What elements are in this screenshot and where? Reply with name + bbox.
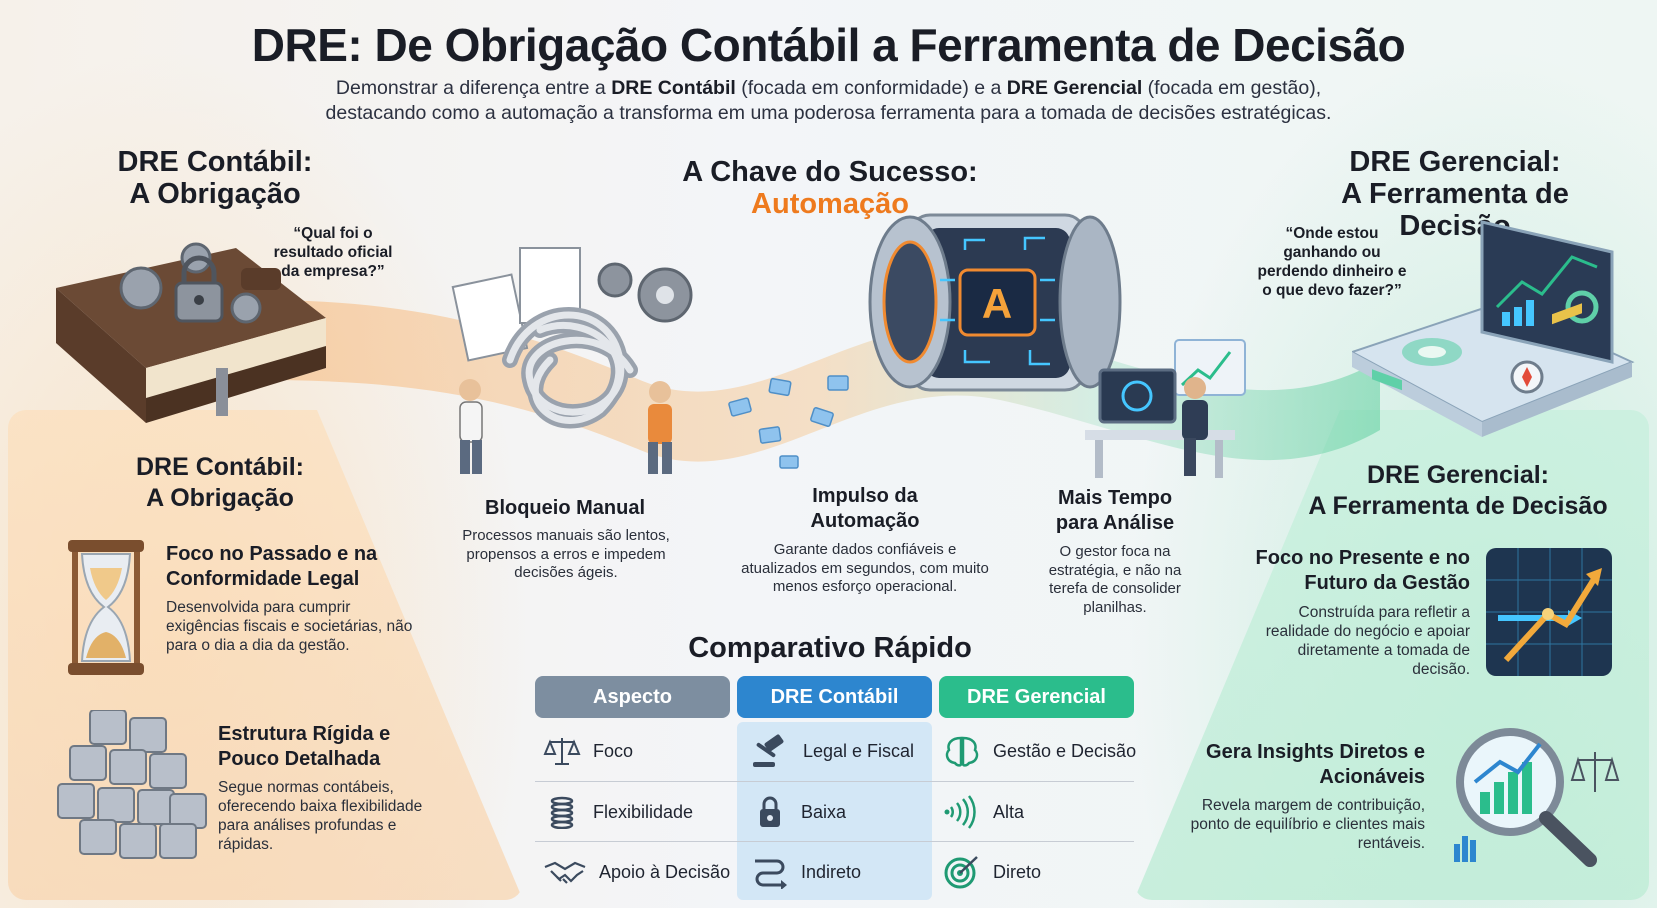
blocks-icon: [57, 710, 207, 859]
scale-icon: [543, 738, 581, 765]
comparison-title: Comparativo Rápido: [688, 632, 972, 664]
locked-ledger-icon: [56, 242, 326, 423]
left-item-2-title: Estrutura Rígida e Pouco Detalhada: [218, 723, 391, 770]
chip-letter: A: [982, 280, 1012, 327]
table-row-1-aspect: Foco: [543, 722, 733, 780]
left-panel-heading: DRE Contábil: A Obrigação: [100, 452, 340, 514]
right-item-2-title: Gera Insights Diretos e Acionáveis: [1206, 741, 1425, 788]
subtitle-text: (focada em conformidade) e a: [735, 77, 1007, 99]
table-row-2-aspect: Flexibilidade: [543, 783, 733, 841]
right-heading-line1: DRE Gerencial:: [1349, 146, 1561, 178]
automation-engine-icon: A: [868, 213, 1122, 392]
subtitle-bold-gerencial: DRE Gerencial: [1006, 77, 1143, 99]
tangled-knot-icon: [451, 247, 693, 474]
step-3-desc: O gestor foca na estratégia, e não na te…: [1048, 543, 1182, 616]
step-3-title: Mais Tempo para Análise: [1055, 487, 1175, 534]
table-row-3-aspect: Apoio à Decisão: [543, 843, 733, 901]
right-panel-heading-line1: DRE Gerencial:: [1366, 461, 1549, 489]
cell-text: Direto: [993, 861, 1042, 882]
cell-text: Foco: [593, 740, 634, 761]
signal-icon: [944, 795, 976, 829]
table-row-1-contabil: Legal e Fiscal: [751, 722, 941, 780]
left-heading-line2: A Obrigação: [129, 178, 301, 210]
left-heading: DRE Contábil: A Obrigação: [80, 146, 350, 210]
right-heading: DRE Gerencial: A Ferramenta de Decisão: [1290, 146, 1620, 242]
left-item-1-title: Foco no Passado e na Conformidade Legal: [166, 543, 378, 590]
table-row-2-contabil: Baixa: [751, 783, 941, 841]
magnifier-chart-icon: [1454, 728, 1620, 867]
left-quote: “Qual foi o resultado oficial da empresa…: [273, 225, 393, 280]
right-item-1-desc: Construída para refletir a realidade do …: [1265, 604, 1470, 678]
data-cards-icon: [728, 375, 849, 469]
growth-arrow-icon: [1486, 548, 1612, 676]
left-heading-line1: DRE Contábil:: [117, 146, 313, 178]
spring-icon: [550, 796, 574, 829]
cell-text: Baixa: [801, 801, 847, 822]
page-subtitle: Demonstrar a diferença entre a DRE Contá…: [0, 76, 1657, 126]
center-heading-line2: Automação: [751, 188, 909, 220]
right-quote: “Onde estou ganhando ou perdendo dinheir…: [1257, 225, 1407, 299]
left-panel-heading-line2: A Obrigação: [146, 484, 294, 512]
analyst-desk-icon: [1085, 339, 1246, 478]
cell-text: Flexibilidade: [593, 801, 694, 822]
brain-icon: [945, 736, 979, 767]
lock-icon: [760, 796, 780, 827]
table-header-contabil: DRE Contábil: [737, 676, 932, 718]
page-title: DRE: De Obrigação Contábil a Ferramenta …: [251, 19, 1406, 71]
left-panel-heading-line1: DRE Contábil:: [135, 453, 305, 481]
dashboard-console-icon: [1352, 220, 1635, 437]
cell-text: Alta: [993, 801, 1025, 822]
table-header-gerencial: DRE Gerencial: [939, 676, 1134, 718]
gavel-icon: [753, 734, 784, 767]
right-panel-heading: DRE Gerencial: A Ferramenta de Decisão: [1298, 460, 1618, 522]
step-2-title: Impulso da Automação: [810, 485, 920, 532]
winding-arrow-icon: [755, 859, 787, 889]
step-2-desc: Garante dados confiáveis e atualizados e…: [741, 541, 989, 595]
table-row-3-contabil: Indireto: [751, 843, 941, 901]
row-divider: [535, 781, 1134, 782]
left-item-2-desc: Segue normas contábeis, oferecendo baixa…: [218, 779, 423, 853]
table-row-2-gerencial: Alta: [943, 783, 1143, 841]
subtitle-text: Demonstrar a diferença entre a: [335, 77, 612, 99]
table-header-aspect: Aspecto: [535, 676, 730, 718]
step-1-title: Bloqueio Manual: [485, 497, 645, 519]
right-heading-line2: A Ferramenta de Decisão: [1341, 178, 1569, 242]
subtitle-bold-contabil: DRE Contábil: [611, 77, 736, 99]
left-item-1-desc: Desenvolvida para cumprir exigências fis…: [166, 599, 413, 654]
cell-text: Legal e Fiscal: [803, 740, 915, 761]
table-row-1-gerencial: Gestão e Decisão: [943, 722, 1143, 780]
center-heading-line1: A Chave do Sucesso:: [682, 156, 978, 188]
hourglass-icon: [68, 540, 144, 675]
subtitle-text: destacando como a automação a transforma…: [325, 102, 1332, 124]
right-panel-heading-line2: A Ferramenta de Decisão: [1308, 492, 1608, 520]
target-icon: [944, 856, 978, 889]
center-heading: A Chave do Sucesso: Automação: [660, 156, 1000, 220]
cell-text: Gestão e Decisão: [993, 740, 1137, 761]
step-1-desc: Processos manuais são lentos, propensos …: [462, 527, 670, 581]
handshake-icon: [544, 861, 586, 884]
right-item-1-title: Foco no Presente e no Futuro da Gestão: [1255, 547, 1470, 594]
right-item-2-desc: Revela margem de contribuição, ponto de …: [1190, 797, 1425, 852]
row-divider: [535, 841, 1134, 842]
table-row-3-gerencial: Direto: [943, 843, 1143, 901]
cell-text: Indireto: [801, 861, 862, 882]
cell-text: Apoio à Decisão: [599, 861, 731, 882]
subtitle-text: (focada em gestão),: [1142, 77, 1322, 99]
